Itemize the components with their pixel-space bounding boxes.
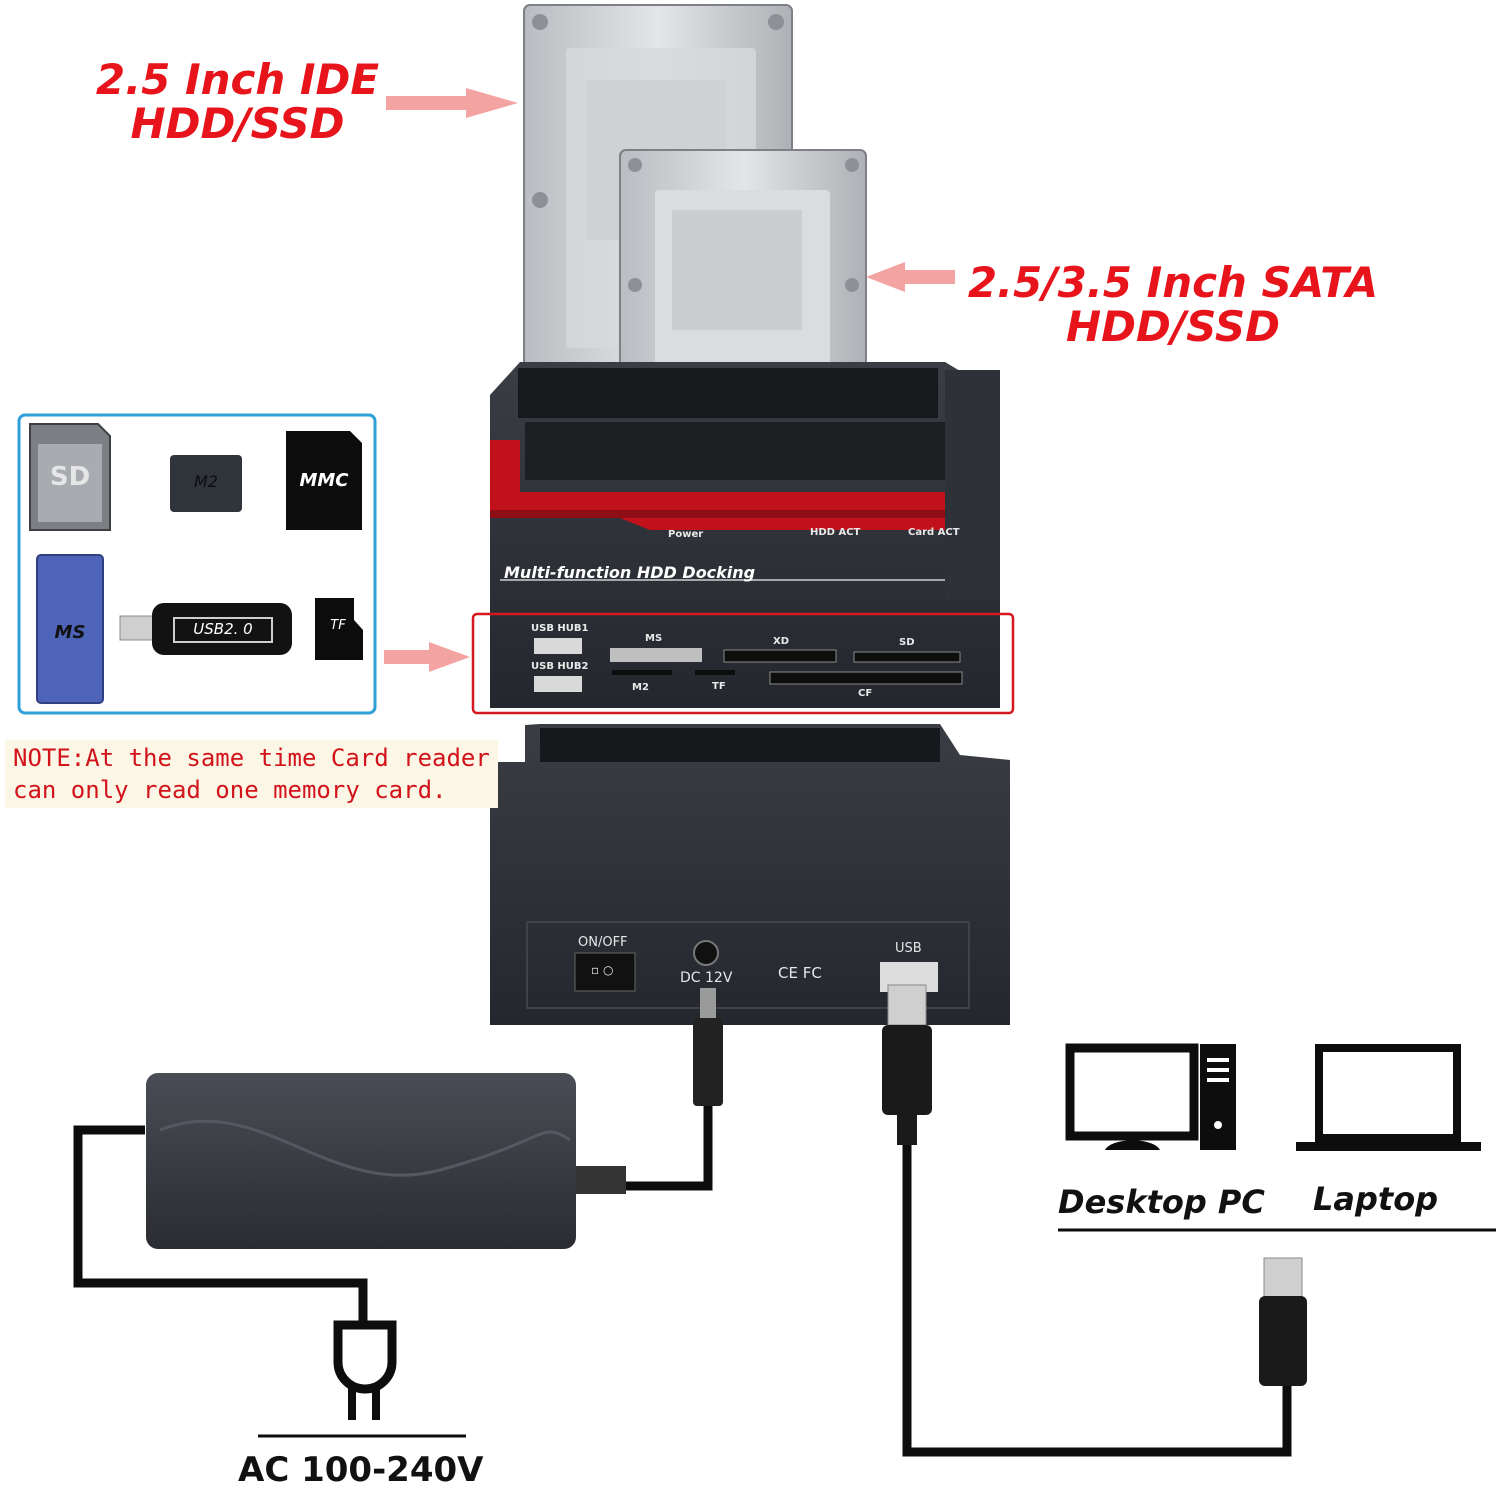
desktop-pc-icon (1065, 1043, 1236, 1150)
sata-label: 2.5/3.5 Inch SATA HDD/SSD (958, 261, 1388, 349)
usb-port-label: USB (895, 941, 922, 956)
xd-slot-label: XD (773, 636, 790, 647)
sd-card-label: SD (49, 462, 91, 492)
arrow-cards-icon (384, 642, 470, 672)
tf-card-icon (315, 598, 363, 660)
m2-card-label: M2 (194, 472, 218, 491)
ide-label-line2: HDD/SSD (130, 99, 345, 148)
power-adapter (146, 1073, 626, 1249)
tf-slot-label: TF (712, 681, 726, 692)
usb-stick-icon (119, 603, 292, 655)
dc-port-label: DC 12V (680, 970, 733, 986)
dock-rear-view (490, 724, 1010, 1025)
dock-title: Multi-function HDD Docking (504, 563, 756, 582)
power-cable (73, 988, 723, 1325)
m2-card-icon (170, 455, 242, 512)
usb-hub1-label: USB HUB1 (531, 623, 589, 634)
usb-stick-label: USB2. 0 (193, 620, 253, 638)
hdd-act-led-label: HDD ACT (810, 527, 861, 538)
ms-card-icon (36, 554, 104, 704)
usb-hub2-label: USB HUB2 (531, 661, 589, 672)
card-reader-note: NOTE:At the same time Card reader can on… (5, 740, 498, 808)
ports-highlight-box (471, 612, 1015, 715)
onoff-label: ON/OFF (578, 935, 628, 950)
cf-slot-label: CF (858, 688, 873, 699)
sata-label-line1: 2.5/3.5 Inch SATA (967, 258, 1379, 307)
sd-card-icon (29, 423, 111, 531)
ide-label: 2.5 Inch IDE HDD/SSD (90, 58, 385, 146)
usb-cable (882, 984, 1307, 1457)
sd-slot-label: SD (899, 637, 915, 648)
laptop-icon (1296, 1044, 1481, 1151)
dock-front-view (490, 362, 1000, 708)
mmc-card-icon (286, 431, 362, 530)
sata-label-line2: HDD/SSD (1065, 302, 1281, 351)
m2-slot-label: M2 (632, 682, 649, 693)
laptop-label: Laptop (1313, 1180, 1439, 1218)
desktop-pc-label: Desktop PC (1058, 1183, 1265, 1221)
cert-marks-label: CE FC (778, 964, 822, 982)
port-slots (534, 638, 963, 692)
mmc-card-label: MMC (299, 470, 349, 491)
ac-voltage-label: AC 100-240V (238, 1450, 484, 1490)
ms-slot-label: MS (645, 633, 663, 644)
ac-plug-icon (258, 1320, 466, 1438)
card-act-led-label: Card ACT (908, 527, 960, 538)
ms-card-label: MS (54, 622, 86, 643)
ide-label-line1: 2.5 Inch IDE (95, 55, 380, 104)
note-line1: NOTE:At the same time Card reader (13, 744, 490, 772)
tf-card-label: TF (330, 618, 346, 633)
note-line2: can only read one memory card. (13, 776, 447, 804)
power-switch: ▫ ○ (591, 963, 614, 977)
arrow-ide-icon (386, 88, 518, 118)
arrow-sata-icon (866, 262, 955, 292)
power-led-label: Power (668, 529, 704, 540)
